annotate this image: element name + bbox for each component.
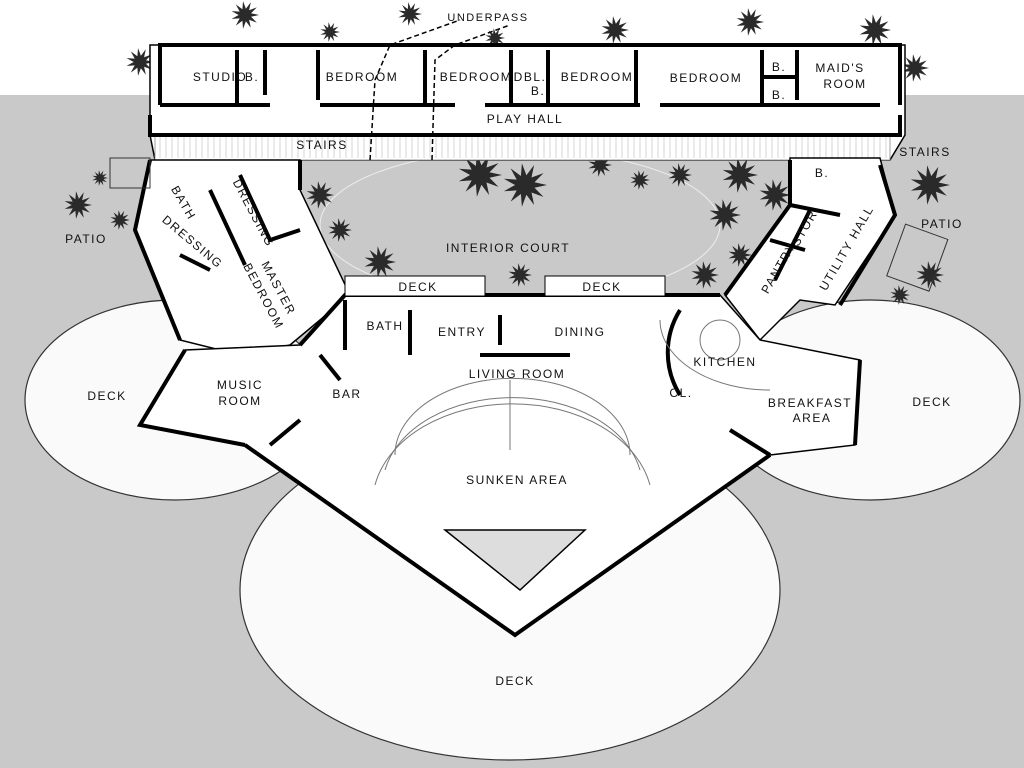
label-bedroom: BEDROOM — [670, 71, 743, 85]
tree-icon — [485, 28, 505, 48]
label-deck: DECK — [912, 395, 951, 409]
tree-icon — [126, 48, 154, 76]
tree-icon — [231, 1, 259, 29]
tree-icon — [398, 2, 422, 26]
tree-icon — [364, 246, 396, 278]
tree-icon — [910, 165, 950, 205]
label-closet: CL. — [669, 386, 692, 400]
label-patio: PATIO — [921, 217, 963, 231]
tree-icon — [110, 210, 130, 230]
label-bath: B. — [531, 84, 545, 98]
trees — [64, 1, 950, 305]
label-sunken-area: SUNKEN AREA — [466, 473, 568, 487]
tree-icon — [668, 163, 692, 187]
tree-icon — [728, 243, 752, 267]
label-maids-room: ROOM — [823, 77, 866, 91]
left-wing: PATIO BATH DRESSING DRESSING MASTER BEDR… — [65, 157, 351, 356]
tree-icon — [709, 199, 741, 231]
label-music-room: ROOM — [218, 394, 261, 408]
label-play-hall: PLAY HALL — [487, 112, 563, 126]
label-interior-court: INTERIOR COURT — [446, 241, 570, 255]
label-bath: B. — [245, 70, 259, 84]
label-deck: DECK — [495, 674, 534, 688]
label-maids-room: MAID'S — [815, 61, 864, 75]
label-underpass: UNDERPASS — [447, 12, 528, 24]
label-dbl: DBL. — [514, 70, 547, 84]
tree-icon — [759, 179, 791, 211]
tree-icon — [328, 218, 352, 242]
tree-icon — [630, 170, 650, 190]
label-bedroom: BEDROOM — [440, 70, 513, 84]
label-bath: B. — [772, 88, 786, 102]
tree-icon — [691, 261, 719, 289]
tree-icon — [601, 16, 629, 44]
tree-icon — [890, 285, 910, 305]
label-dining: DINING — [555, 325, 606, 339]
label-breakfast-area: AREA — [793, 411, 832, 425]
tree-icon — [92, 170, 108, 186]
tree-icon — [901, 54, 929, 82]
upper-wing: STUDIO B. BEDROOM BEDROOM DBL. B. BEDROO… — [148, 12, 906, 161]
tree-icon — [859, 14, 891, 46]
tree-icon — [306, 181, 334, 209]
tree-icon — [736, 8, 764, 36]
label-bath: B. — [772, 60, 786, 74]
right-wing: STAIRS B. PATIO STOR PANTRY UTILITY HALL — [723, 145, 963, 342]
label-living-room: LIVING ROOM — [469, 367, 566, 381]
label-bar: BAR — [332, 387, 361, 401]
label-bedroom: BEDROOM — [326, 70, 399, 84]
tree-icon — [508, 263, 532, 287]
label-stairs: STAIRS — [296, 138, 347, 152]
label-breakfast-area: BREAKFAST — [768, 396, 852, 410]
main-house: DECK DECK INTERIOR COURT BATH ENTRY DINI… — [87, 241, 951, 688]
label-stairs: STAIRS — [899, 145, 950, 159]
label-entry: ENTRY — [438, 325, 486, 339]
tree-icon — [722, 157, 758, 193]
label-bath: B. — [815, 166, 829, 180]
label-studio: STUDIO — [193, 70, 247, 84]
label-music-room: MUSIC — [217, 378, 263, 392]
fireplace-stones — [442, 529, 587, 591]
label-deck: DECK — [582, 280, 621, 294]
tree-icon — [320, 22, 340, 42]
tree-icon — [916, 261, 944, 289]
label-bath: BATH — [366, 319, 403, 333]
label-bedroom: BEDROOM — [561, 70, 634, 84]
tree-icon — [458, 153, 502, 197]
label-patio: PATIO — [65, 232, 107, 246]
tree-icon — [503, 163, 547, 207]
label-kitchen: KITCHEN — [693, 355, 756, 369]
tree-icon — [64, 191, 92, 219]
label-deck: DECK — [398, 280, 437, 294]
label-deck: DECK — [87, 389, 126, 403]
